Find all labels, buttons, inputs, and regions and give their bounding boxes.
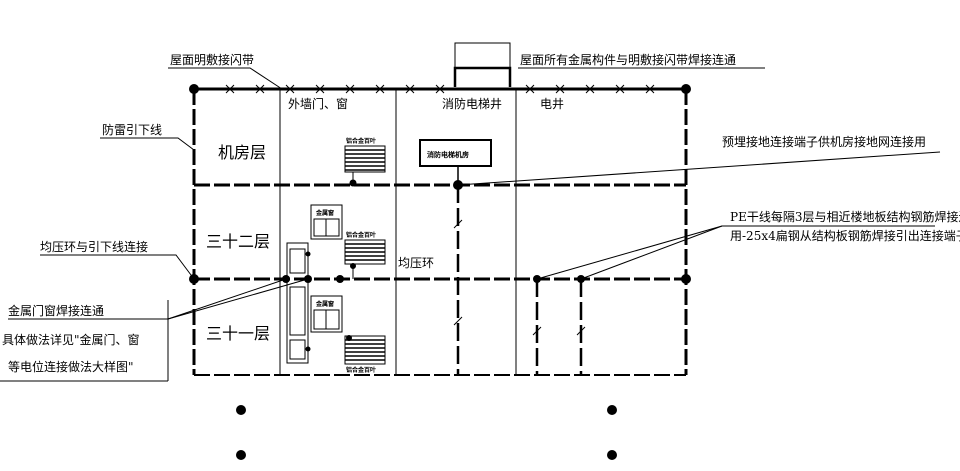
ext-door-window-label: 外墙门、窗 — [288, 96, 348, 111]
pe-line-label-1: PE干线每隔3层与相近楼地板结构钢筋焊接连通, — [730, 209, 960, 224]
alu-louver-label-3: 铝合金百叶 — [346, 366, 376, 374]
metal-window-32 — [310, 204, 343, 240]
metal-door-label-2: 具体做法详见"金属门、窗 — [2, 332, 140, 347]
alu-louver-label-1: 铝合金百叶 — [346, 137, 376, 145]
electric-shaft-label: 电井 — [540, 97, 564, 111]
alu-louver-31 — [344, 335, 386, 365]
alu-louver-32 — [344, 239, 386, 279]
building-walls — [192, 89, 688, 375]
metal-door — [286, 242, 309, 364]
reserved-terminal-label: 预埋接地连接端子供机房接地网连接用 — [722, 134, 926, 149]
machine-room-box — [419, 139, 492, 167]
roof-strip-label: 屋面明敷接闪带 — [170, 52, 254, 67]
roof-penthouse — [453, 42, 512, 87]
internal-partitions — [279, 89, 517, 375]
equalizing-rings — [194, 183, 686, 281]
metal-door-label-3: 等电位连接做法大样图" — [8, 359, 134, 374]
alu-louver-label-2: 铝合金百叶 — [346, 231, 376, 239]
roof-strip-supports — [225, 84, 655, 94]
floor-31-label: 三十一层 — [206, 324, 270, 343]
fire-elevator-shaft-label: 消防电梯井 — [442, 96, 502, 111]
floor-32-label: 三十二层 — [206, 232, 270, 251]
metal-window-31 — [310, 295, 343, 333]
junction-nodes — [189, 84, 691, 352]
ring-to-down-label: 均压环与引下线连接 — [40, 239, 148, 254]
roof-metal-label: 屋面所有金属构件与明敷接闪带焊接连通 — [520, 52, 736, 67]
pe-trunk-ticks — [453, 219, 586, 336]
down-conductor-label: 防雷引下线 — [102, 122, 162, 137]
pe-line-label-2: 用-25x4扁钢从结构板钢筋焊接引出连接端子 — [730, 228, 960, 243]
pe-trunk-lines — [456, 185, 583, 375]
metal-door-label-1: 金属门窗焊接连通 — [8, 303, 104, 318]
continuation-dots — [236, 405, 617, 460]
metal-window-label-1: 金属窗 — [315, 209, 334, 217]
machine-room-floor-label: 机房层 — [218, 143, 266, 162]
metal-window-label-2: 金属窗 — [315, 300, 334, 308]
fire-elevator-machine-room-label: 消防电梯机房 — [427, 150, 469, 159]
leader-lines — [0, 67, 941, 382]
alu-louver-machine-room — [344, 145, 386, 187]
equal-ring-label: 均压环 — [398, 256, 434, 270]
